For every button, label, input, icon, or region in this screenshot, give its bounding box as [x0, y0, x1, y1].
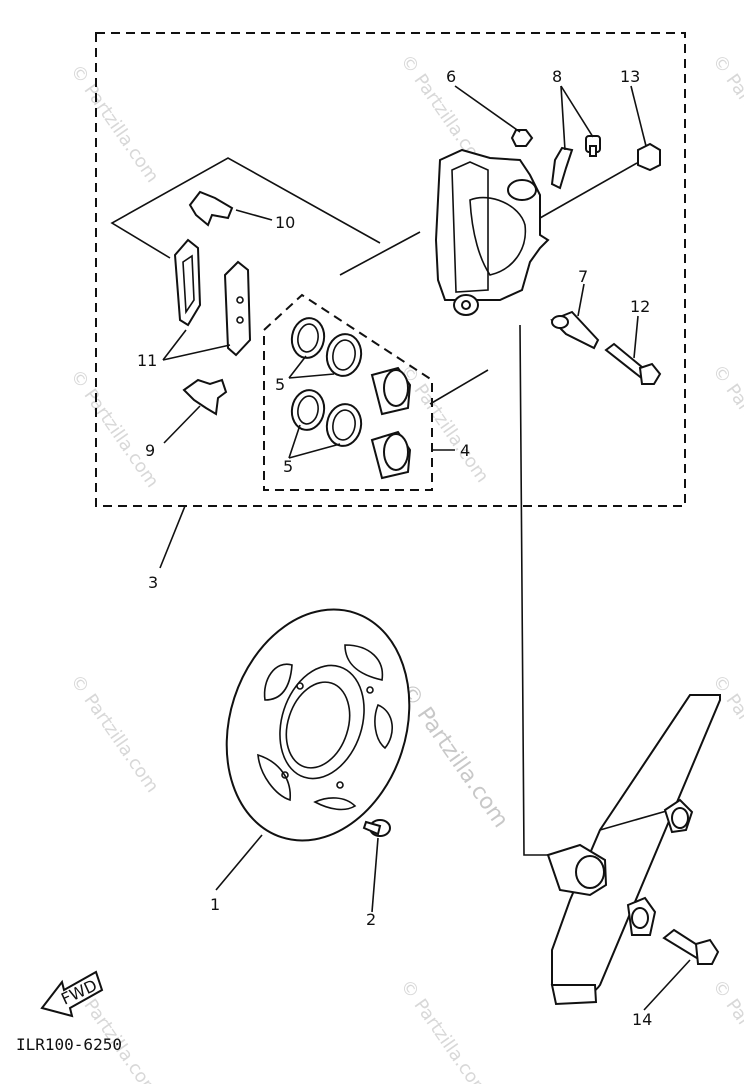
pad-clip	[182, 378, 228, 416]
watermark: © Partzilla.com	[708, 361, 744, 487]
callout-8: 8	[552, 67, 562, 86]
watermark: © Partzilla.com	[396, 361, 493, 487]
watermark: © Partzilla.com	[396, 976, 493, 1084]
pad-group-bracket	[339, 231, 421, 276]
callout-4: 4	[460, 441, 470, 460]
cap-leader	[539, 162, 638, 219]
callout-5: 5	[283, 457, 293, 476]
callout-2: 2	[366, 910, 376, 929]
watermark: © Partzilla.com	[708, 51, 744, 177]
fork-leg	[546, 694, 721, 1006]
callout-12: 12	[630, 297, 650, 316]
callout-5: 5	[275, 375, 285, 394]
pistons	[370, 366, 412, 480]
watermark: © Partzilla.com	[395, 679, 513, 832]
axle-bolt	[662, 928, 720, 965]
watermark: © Partzilla.com	[66, 61, 163, 187]
brake-pads	[173, 238, 252, 357]
watermark: © Partzilla.com	[66, 671, 163, 797]
pad-group-bracket	[110, 157, 381, 259]
pad-clip	[188, 190, 234, 227]
callout-1: 1	[210, 895, 220, 914]
callout-11: 11	[137, 351, 157, 370]
callout-leaders	[159, 85, 691, 1011]
caliper-body	[434, 148, 550, 316]
seal-kit-pointer	[429, 369, 489, 405]
caliper-assembly-outline	[95, 32, 686, 507]
callout-14: 14	[632, 1010, 652, 1029]
brake-disc	[225, 608, 411, 842]
callout-6: 6	[446, 67, 456, 86]
pin	[550, 310, 600, 350]
seal-kit-outline	[263, 293, 433, 491]
callout-3: 3	[148, 573, 158, 592]
bleed-screw	[550, 135, 601, 190]
disc-screw	[362, 819, 391, 837]
bolt	[604, 342, 662, 385]
caliper-mount-leader	[519, 324, 548, 856]
fwd-arrow: FWD	[40, 970, 104, 1018]
nut	[510, 129, 534, 147]
callout-10: 10	[275, 213, 295, 232]
piston-seals	[290, 317, 363, 447]
callouts: 1 2 3 4 5 5 6 7 8 9 10 11 12 13 14	[137, 67, 652, 1029]
callout-9: 9	[145, 441, 155, 460]
diagram-code: ILR100-6250	[16, 1035, 122, 1054]
watermark: © Partzilla.com	[66, 366, 163, 492]
cap	[637, 142, 661, 172]
watermark: © Partzilla.com	[708, 976, 744, 1084]
callout-13: 13	[620, 67, 640, 86]
callout-7: 7	[578, 267, 588, 286]
watermark: © Partzilla.com	[708, 671, 744, 797]
